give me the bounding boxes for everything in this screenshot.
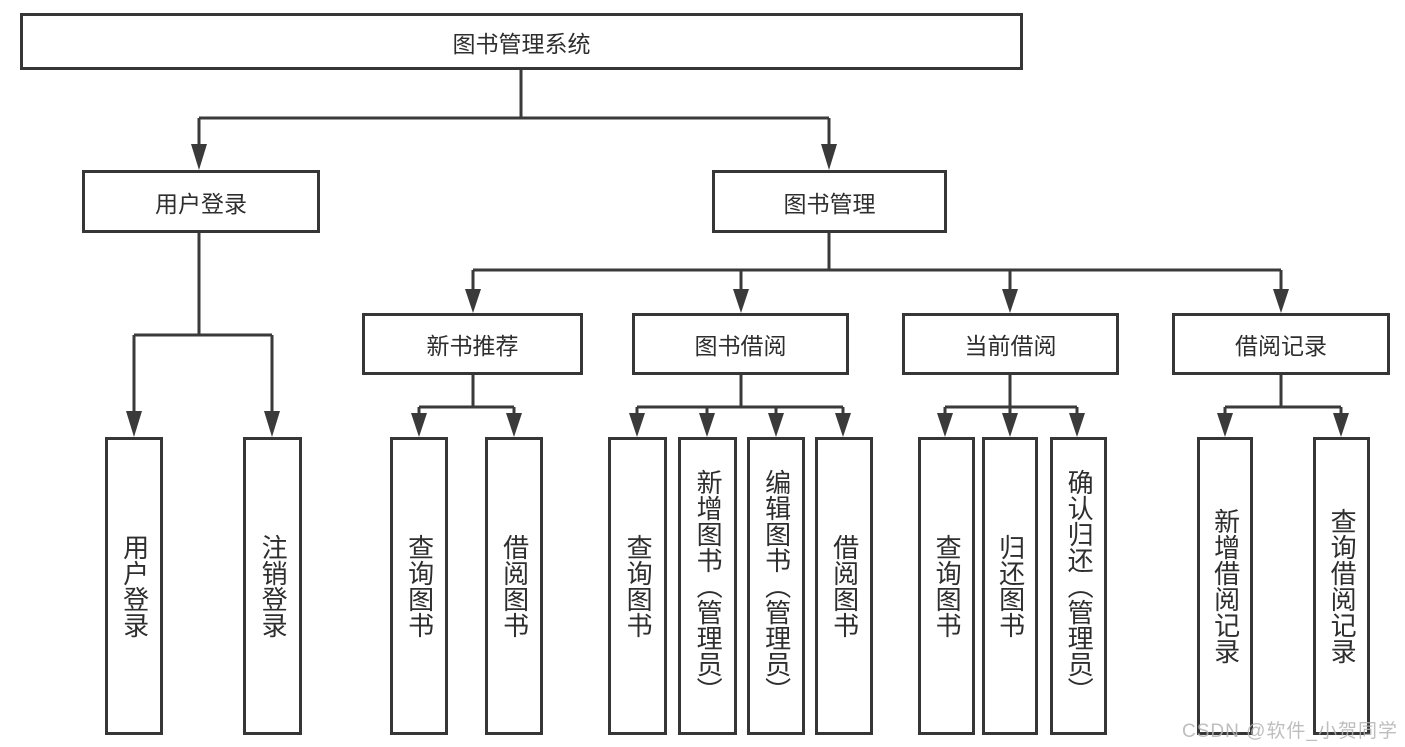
leaf-borrow-books-borrowing: 借阅图书: [815, 437, 873, 735]
node-label: 查询图书: [932, 534, 963, 638]
leaf-borrow-books-recommend: 借阅图书: [485, 437, 543, 735]
node-label: 用户登录: [119, 534, 150, 638]
leaf-add-books-admin: 新增图书（管理员）: [678, 437, 737, 735]
node-label: 编辑图书（管理员）: [761, 469, 792, 703]
leaf-logout: 注销登录: [243, 437, 302, 735]
node-label: 新增图书（管理员）: [693, 469, 724, 703]
leaf-edit-books-admin: 编辑图书（管理员）: [747, 437, 805, 735]
node-label: 当前借阅: [964, 333, 1057, 359]
node-label: 查询借阅记录: [1327, 508, 1358, 664]
leaf-query-books-current: 查询图书: [918, 437, 975, 735]
leaf-query-books-borrowing: 查询图书: [608, 437, 667, 735]
node-label: 图书管理系统: [452, 30, 591, 57]
node-label: 借阅记录: [1235, 333, 1327, 359]
node-label: 用户登录: [155, 190, 247, 217]
leaf-add-borrow-record: 新增借阅记录: [1197, 437, 1253, 735]
leaf-confirm-return-admin: 确认归还（管理员）: [1050, 437, 1107, 735]
node-book-borrowing: 图书借阅: [632, 313, 849, 375]
node-label: 图书借阅: [694, 333, 787, 359]
node-label: 图书管理: [783, 190, 876, 217]
node-book-management-branch: 图书管理: [712, 170, 947, 233]
node-label: 确认归还（管理员）: [1064, 469, 1095, 703]
node-label: 借阅图书: [829, 534, 860, 638]
node-borrow-records: 借阅记录: [1172, 313, 1390, 375]
watermark: CSDN @软件_小贺同学: [1182, 721, 1398, 742]
node-label: 查询图书: [404, 534, 435, 638]
node-new-book-recommend: 新书推荐: [362, 313, 583, 375]
node-current-borrowing: 当前借阅: [902, 313, 1119, 375]
node-label: 归还图书: [995, 534, 1026, 638]
leaf-query-books-recommend: 查询图书: [390, 437, 448, 735]
node-label: 注销登录: [258, 534, 289, 638]
leaf-user-login: 用户登录: [105, 437, 163, 735]
node-root-library-system: 图书管理系统: [20, 13, 1023, 70]
node-label: 查询图书: [623, 534, 654, 638]
leaf-return-books: 归还图书: [982, 437, 1038, 735]
leaf-query-borrow-record: 查询借阅记录: [1313, 437, 1370, 735]
node-label: 新增借阅记录: [1210, 508, 1241, 664]
node-label: 新书推荐: [426, 333, 519, 359]
node-user-login-branch: 用户登录: [82, 170, 320, 233]
node-label: 借阅图书: [499, 534, 530, 638]
